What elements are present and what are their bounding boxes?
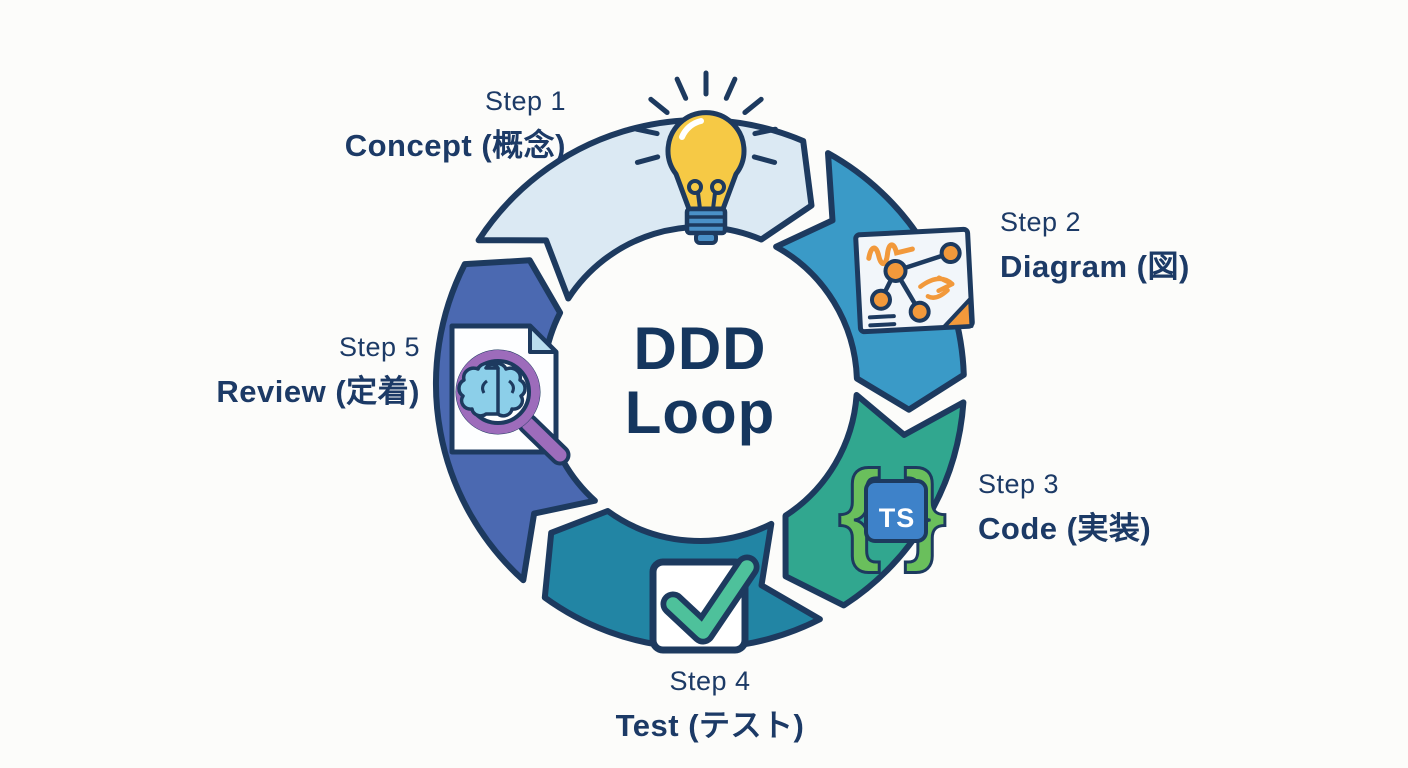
step-2-title: Diagram (図) bbox=[1000, 249, 1190, 284]
center-title-line1: DDD bbox=[633, 315, 767, 383]
lightbulb-rays bbox=[634, 70, 778, 165]
brain-magnifier-document-icon bbox=[449, 323, 571, 466]
center-title-line2: Loop bbox=[624, 379, 776, 447]
step-4-title: Test (テスト) bbox=[615, 708, 805, 743]
step-1-number: Step 1 bbox=[484, 86, 566, 116]
checkbox-icon bbox=[649, 554, 760, 654]
step-5-number: Step 5 bbox=[338, 332, 420, 362]
step-1-title: Concept (概念) bbox=[344, 128, 566, 163]
brain-shape bbox=[457, 361, 527, 418]
step-3-number: Step 3 bbox=[978, 469, 1060, 499]
diagram-document-icon bbox=[853, 226, 975, 335]
ts-badge-text: TS bbox=[879, 503, 916, 533]
center-title: DDD Loop bbox=[624, 315, 776, 447]
step-4-number: Step 4 bbox=[669, 666, 751, 696]
left-brace-glyph: { bbox=[838, 448, 882, 573]
typescript-braces-icon: { } TS bbox=[837, 447, 949, 575]
step-5-title: Review (定着) bbox=[216, 374, 420, 409]
step-3-title: Code (実装) bbox=[978, 511, 1152, 546]
step-3-label: Step 3 Code (実装) bbox=[978, 469, 1151, 548]
step-4-label: Step 4 Test (テスト) bbox=[616, 666, 805, 745]
step-1-label: Step 1 Concept (概念) bbox=[345, 86, 566, 165]
lightbulb-icon bbox=[634, 70, 778, 245]
step-2-number: Step 2 bbox=[1000, 207, 1082, 237]
step-2-label: Step 2 Diagram (図) bbox=[1000, 207, 1190, 286]
step-5-label: Step 5 Review (定着) bbox=[216, 332, 420, 411]
